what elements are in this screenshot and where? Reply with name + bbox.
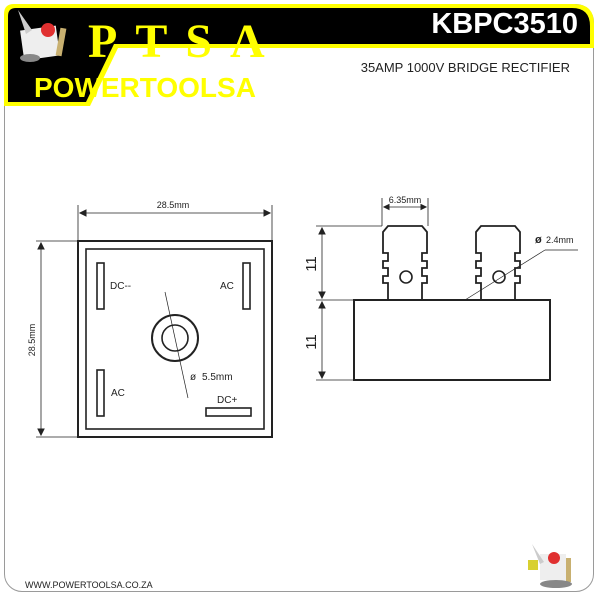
terminal-label-dc-minus: DC-- (110, 281, 131, 292)
header-banner (4, 4, 594, 106)
tab-hole-label: 2.4mm (546, 235, 574, 245)
tab-width-label: 6.35mm (389, 195, 422, 205)
terminal-label-dc-plus: DC+ (217, 395, 237, 406)
upper-height-label: 11 (303, 256, 320, 272)
terminal-label-ac-1: AC (220, 281, 234, 292)
logo-text: PTSA (88, 15, 283, 68)
terminal-label-ac-2: AC (111, 388, 125, 399)
brand-name: POWERTOOLSA (34, 72, 256, 103)
model-number: KBPC3510 (431, 8, 578, 40)
diameter-symbol-icon: ø (535, 234, 542, 246)
top-height-label: 28.5mm (27, 324, 37, 357)
product-subtitle: 35AMP 1000V BRIDGE RECTIFIER (360, 60, 570, 75)
website-url[interactable]: WWW.POWERTOOLSA.CO.ZA (25, 580, 153, 590)
diameter-symbol-icon: ø (190, 372, 196, 383)
lower-height-label: 11 (303, 334, 320, 350)
footer-tools-logo-icon (528, 544, 572, 588)
tools-logo-icon (18, 10, 67, 62)
top-width-label: 28.5mm (157, 200, 190, 210)
hole-diameter-label: 5.5mm (202, 372, 233, 383)
